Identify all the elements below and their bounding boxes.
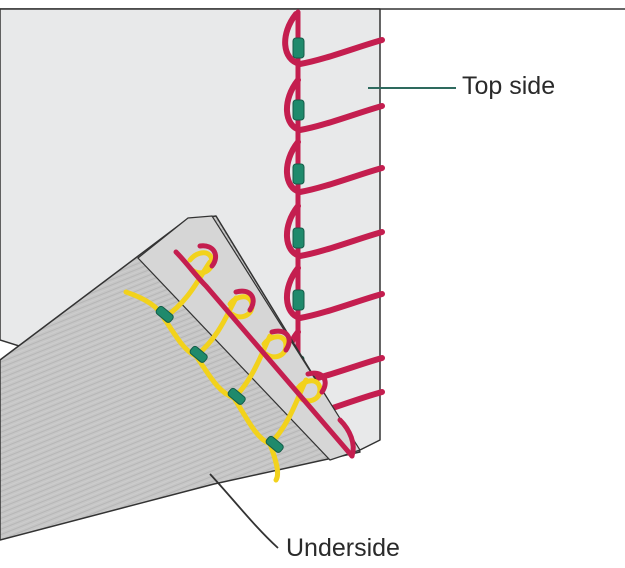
underside-label: Underside — [286, 534, 400, 562]
underside-red-thread — [173, 243, 356, 459]
underside-leader — [209, 473, 279, 549]
underside-needle-tacks — [155, 305, 284, 453]
top-needle-tacks — [292, 37, 305, 377]
top-side-label: Top side — [462, 72, 556, 100]
